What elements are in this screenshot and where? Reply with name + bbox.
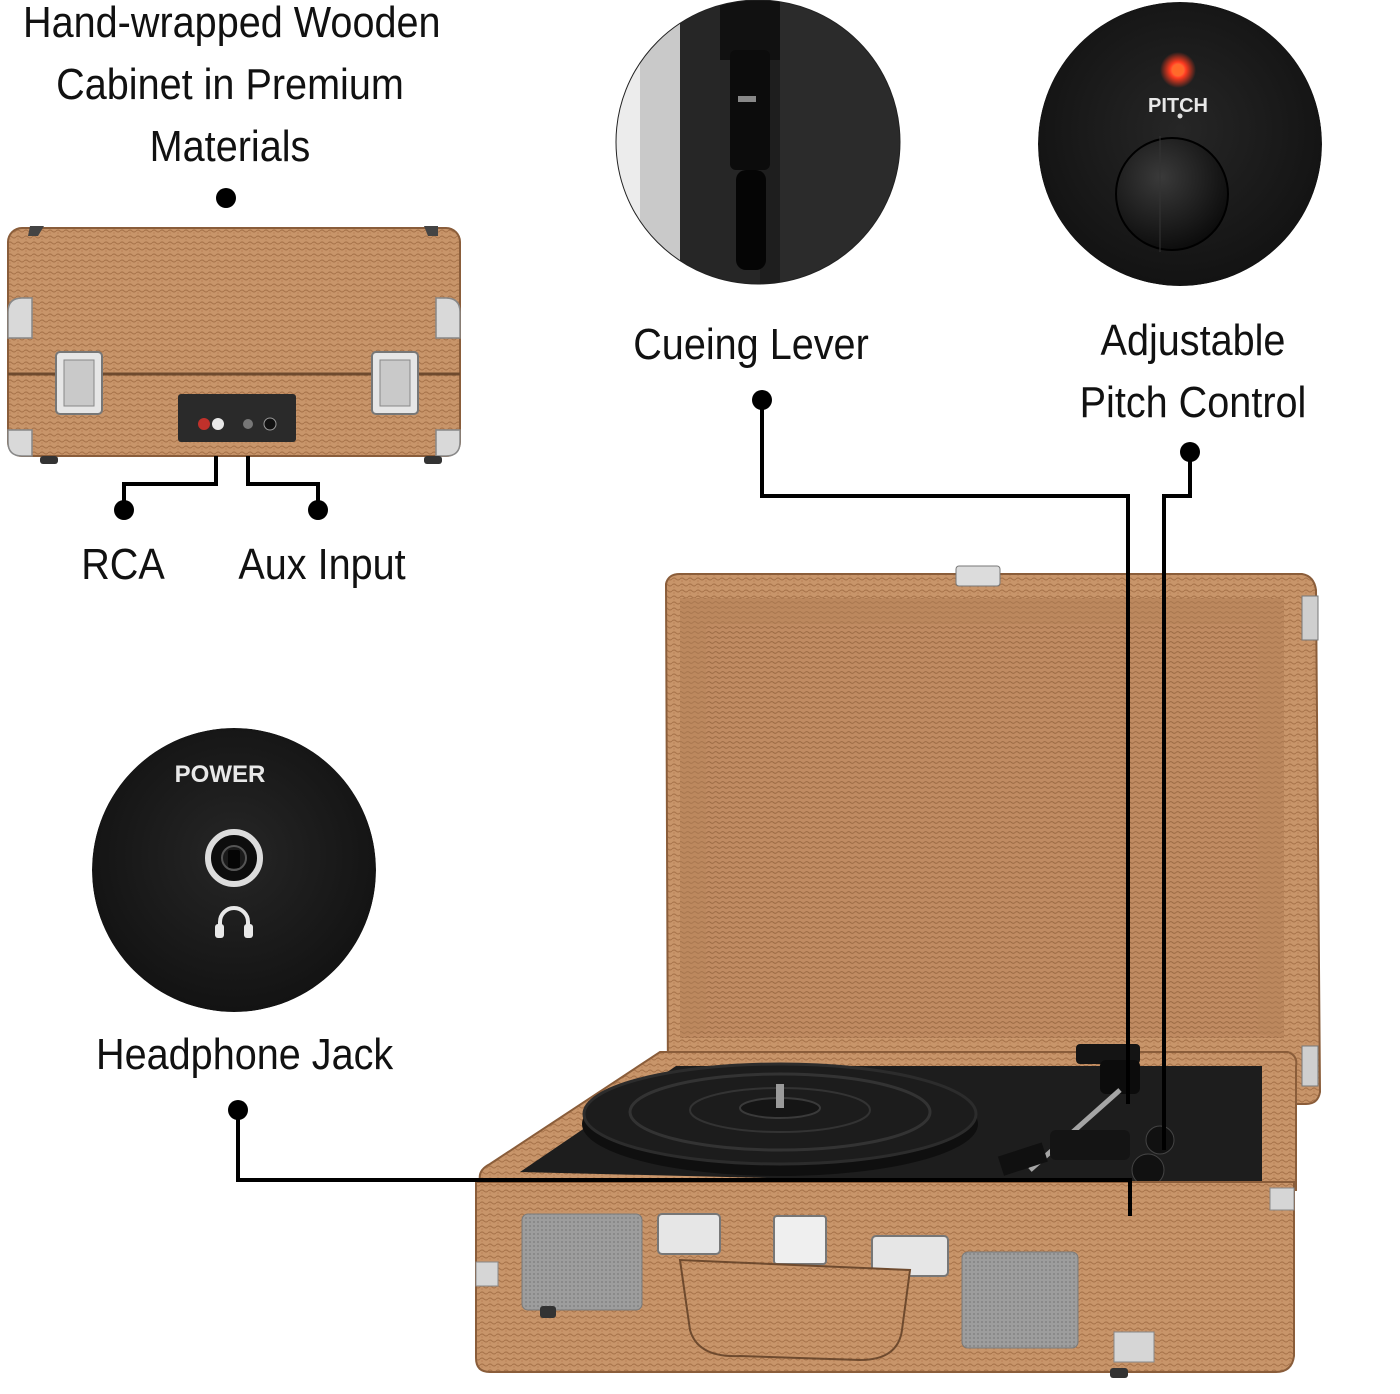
aux-callout-dot bbox=[308, 500, 328, 520]
speaker-grille-right bbox=[961, 1251, 1079, 1349]
carry-handle bbox=[678, 1258, 912, 1362]
cabinet-label-line-1: Hand-wrapped Wooden bbox=[23, 0, 441, 47]
cabinet-label: Hand-wrapped Wooden Cabinet in Premium M… bbox=[23, 0, 441, 178]
pitch-led bbox=[1172, 64, 1184, 76]
cabinet-label-line-2: Cabinet in Premium bbox=[56, 60, 404, 109]
rca-callout-dot bbox=[114, 500, 134, 520]
pitch-control-label: Adjustable Pitch Control bbox=[1073, 310, 1312, 434]
pitch-knob bbox=[1115, 137, 1229, 251]
closed-case bbox=[7, 188, 461, 464]
rca-label: RCA bbox=[81, 540, 165, 589]
open-turntable bbox=[475, 565, 1322, 1378]
cabinet-label-line-3: Materials bbox=[149, 122, 311, 171]
power-label: POWER bbox=[175, 761, 266, 788]
pitch-knob-label: PITCH bbox=[1148, 95, 1208, 117]
headphone-jack-label: Headphone Jack bbox=[96, 1030, 394, 1079]
cabinet-callout-dot bbox=[216, 188, 236, 208]
pitch-closeup: PITCH bbox=[1038, 2, 1322, 286]
spindle bbox=[776, 1084, 784, 1108]
pitch-control-label-line-2: Pitch Control bbox=[1079, 378, 1307, 427]
cueing-lever-closeup bbox=[616, 0, 900, 284]
power-closeup: POWER bbox=[92, 728, 376, 1012]
speaker-grille-left bbox=[521, 1213, 643, 1311]
headphone-icon bbox=[215, 906, 253, 938]
aux-input-label: Aux Input bbox=[238, 540, 406, 589]
cueing-lever-label: Cueing Lever bbox=[633, 320, 869, 369]
pitch-control-label-line-1: Adjustable bbox=[1100, 316, 1286, 365]
